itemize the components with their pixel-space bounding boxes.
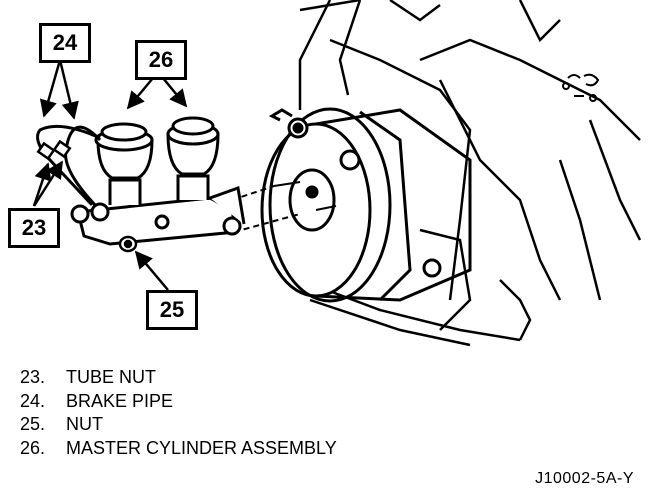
legend-item-24: 24. BRAKE PIPE <box>20 390 337 414</box>
legend-item-25: 25. NUT <box>20 413 337 437</box>
nut-25 <box>118 235 138 253</box>
legend-number: 23. <box>20 367 46 387</box>
callout-23: 23 <box>8 208 60 248</box>
brake-booster <box>260 107 472 303</box>
master-cylinder <box>70 116 246 246</box>
callout-26: 26 <box>135 40 187 80</box>
callout-arrows <box>32 59 188 291</box>
legend-label: BRAKE PIPE <box>66 390 174 411</box>
parts-legend: 23. TUBE NUT 24. BRAKE PIPE 25. NUT 26. MAST… <box>20 366 337 460</box>
firewall-panel <box>298 0 642 347</box>
legend-item-26: 26. MASTER CYLINDER ASSEMBLY <box>20 437 337 461</box>
figure-id: J10002-5A-Y <box>535 470 634 487</box>
legend-label: TUBE NUT <box>66 367 156 387</box>
callout-25: 25 <box>146 290 198 330</box>
legend-number: 25. <box>20 414 46 434</box>
booster-studs <box>231 181 337 233</box>
panel-detail-marks <box>562 73 600 102</box>
legend-label: NUT <box>66 414 103 434</box>
tube-nuts <box>36 139 72 161</box>
legend-label: MASTER CYLINDER ASSEMBLY <box>66 437 337 458</box>
master-cylinder-diagram <box>32 0 642 347</box>
legend-item-23: 23. TUBE NUT <box>20 366 337 390</box>
callout-24: 24 <box>39 23 91 63</box>
legend-number: 24. <box>20 390 46 411</box>
legend-number: 26. <box>20 437 46 458</box>
